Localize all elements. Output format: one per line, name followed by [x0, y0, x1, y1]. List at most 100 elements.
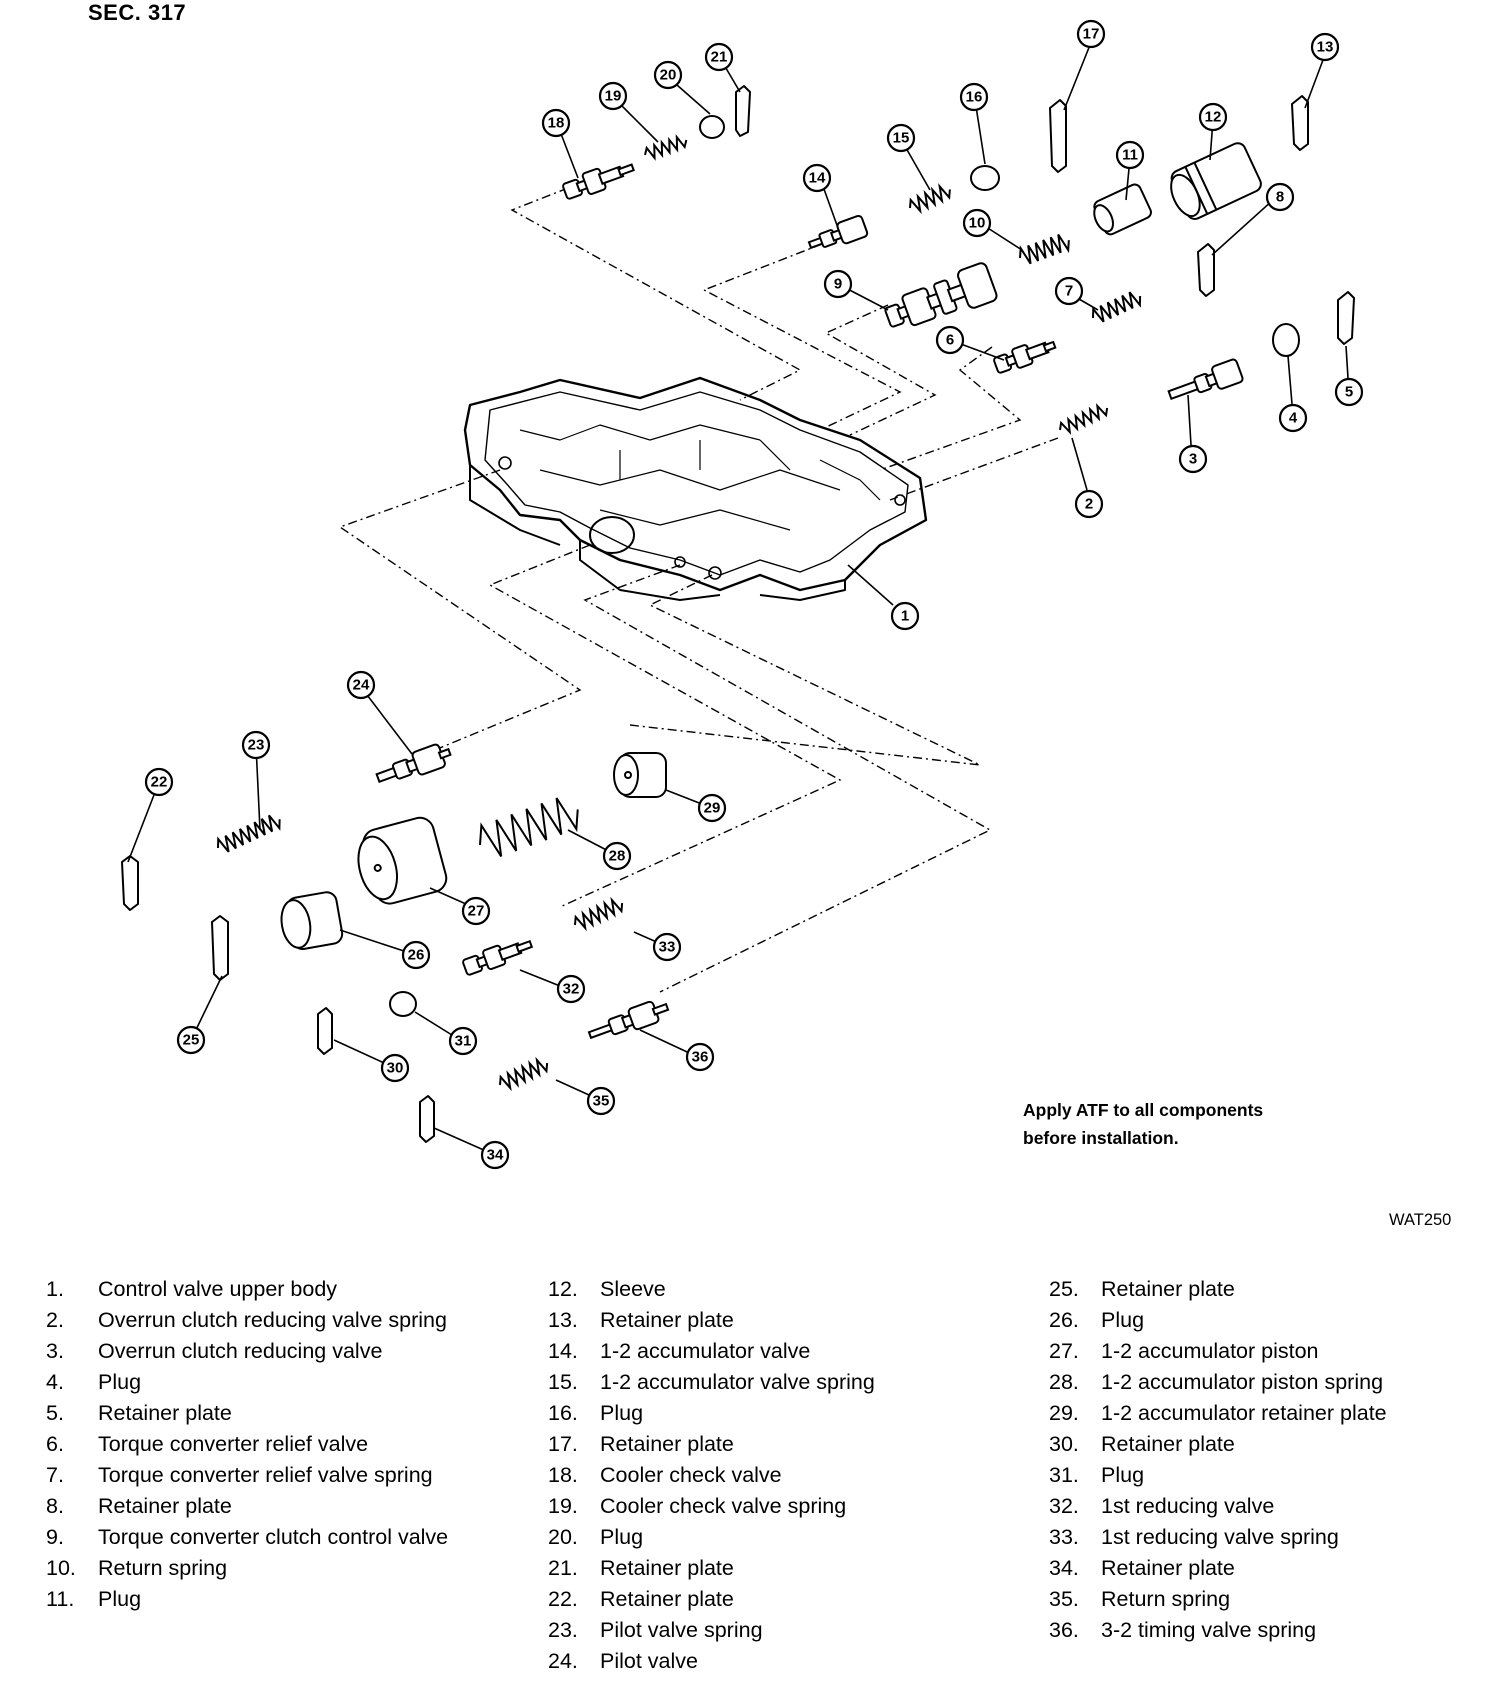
legend-item: 13.Retainer plate	[548, 1307, 978, 1333]
svg-text:32: 32	[563, 981, 580, 998]
legend-number: 5.	[46, 1401, 64, 1425]
svg-text:16: 16	[966, 89, 983, 106]
plug-4	[1272, 323, 1300, 357]
callout-17: 17	[1076, 19, 1106, 49]
legend-text: Plug	[600, 1525, 644, 1549]
legend-text: Retainer plate	[1101, 1432, 1235, 1456]
legend-number: 15.	[548, 1370, 578, 1394]
legend-item: 12.Sleeve	[548, 1276, 978, 1302]
spring-10	[1019, 233, 1070, 265]
svg-text:30: 30	[387, 1060, 404, 1077]
legend-number: 33.	[1049, 1525, 1079, 1549]
legend-item: 35. Return spring	[1049, 1586, 1489, 1612]
svg-text:11: 11	[1122, 147, 1138, 164]
valve-14	[807, 214, 869, 250]
legend-number: 22.	[548, 1587, 578, 1611]
legend-text: Retainer plate	[600, 1432, 734, 1456]
svg-text:4: 4	[1289, 410, 1298, 427]
retainer-plate-17	[1049, 99, 1067, 173]
legend-item: 28.1-2 accumulator piston spring	[1049, 1369, 1489, 1395]
plug-16	[970, 165, 1000, 191]
plug-20	[699, 115, 725, 139]
callout-1: 1	[890, 601, 920, 631]
legend-item: 21.Retainer plate	[548, 1555, 978, 1581]
spring-2	[1059, 403, 1109, 435]
legend-number: 16.	[548, 1401, 578, 1425]
legend-item: 9.Torque converter clutch control valve	[46, 1524, 466, 1550]
legend-number: 9.	[46, 1525, 64, 1549]
legend-item: 15.1-2 accumulator valve spring	[548, 1369, 978, 1395]
legend-item: 7.Torque converter relief valve spring	[46, 1462, 466, 1488]
callout-30: 30	[380, 1053, 410, 1083]
callout-29: 29	[697, 793, 727, 823]
callout-7: 7	[1054, 276, 1084, 306]
spring-35	[499, 1056, 549, 1092]
callout-13: 13	[1310, 32, 1340, 62]
legend-text: Return spring	[1101, 1587, 1231, 1611]
legend-item: 11.Plug	[46, 1586, 466, 1612]
callout-2: 2	[1074, 489, 1104, 519]
legend-text: 1st reducing valve	[1101, 1494, 1275, 1518]
legend-text: 1st reducing valve spring	[1101, 1525, 1339, 1549]
retainer-plate-34	[419, 1095, 435, 1143]
callout-35: 35	[586, 1086, 616, 1116]
callout-22: 22	[144, 767, 174, 797]
legend-text: Control valve upper body	[98, 1277, 338, 1301]
legend-text: 1-2 accumulator valve	[600, 1339, 811, 1363]
legend-text: Cooler check valve	[600, 1463, 782, 1487]
legend-number: 35.	[1049, 1587, 1079, 1611]
svg-text:9: 9	[834, 276, 842, 293]
svg-text:26: 26	[408, 947, 425, 964]
retainer-plates	[121, 85, 1355, 1143]
sleeve-12	[1170, 142, 1262, 220]
legend-text: Overrun clutch reducing valve spring	[98, 1308, 447, 1332]
section-title: SEC. 317	[88, 0, 187, 25]
legend-number: 3.	[46, 1339, 64, 1363]
legend-text: Plug	[1101, 1308, 1145, 1332]
legend-number: 31.	[1049, 1463, 1079, 1487]
legend-number: 4.	[46, 1370, 64, 1394]
svg-text:27: 27	[468, 903, 485, 920]
legend-item: 2. Overrun clutch reducing valve spring	[46, 1307, 466, 1333]
valve-36	[587, 1000, 670, 1040]
legend-number: 1.	[46, 1277, 64, 1301]
legend-item: 3.Overrun clutch reducing valve	[46, 1338, 466, 1364]
legend-number: 27.	[1049, 1339, 1079, 1363]
legend-item: 31.Plug	[1049, 1462, 1489, 1488]
legend-item: 23.Pilot valve spring	[548, 1617, 978, 1643]
svg-text:2: 2	[1085, 496, 1093, 513]
legend-item: 25.Retainer plate	[1049, 1276, 1489, 1302]
legend-number: 34.	[1049, 1556, 1079, 1580]
legend-number: 12.	[548, 1277, 578, 1301]
callout-26: 26	[401, 940, 431, 970]
retainer-plate-25	[211, 915, 229, 981]
svg-text:14: 14	[809, 170, 826, 187]
plugs-and-pistons	[280, 115, 1300, 1017]
springs	[217, 134, 1142, 1092]
legend-text: 1-2 accumulator piston	[1101, 1339, 1319, 1363]
plug-26	[280, 891, 344, 951]
callout-leaders	[127, 39, 1349, 1156]
legend-number: 2.	[46, 1308, 64, 1332]
legend-item: 30. Retainer plate	[1049, 1431, 1489, 1457]
callout-20: 20	[653, 60, 683, 90]
svg-text:36: 36	[692, 1049, 709, 1066]
legend-item: 14.1-2 accumulator valve	[548, 1338, 978, 1364]
piston-27	[357, 816, 448, 905]
svg-text:12: 12	[1205, 109, 1222, 126]
callout-36: 36	[685, 1042, 715, 1072]
svg-text:5: 5	[1345, 384, 1353, 401]
valve-24	[375, 743, 452, 784]
retainer-plate-8	[1197, 243, 1215, 297]
plug-11	[1093, 183, 1152, 236]
svg-text:1: 1	[901, 608, 909, 625]
spring-33	[574, 896, 624, 932]
legend-number: 30.	[1049, 1432, 1079, 1456]
callout-4: 4	[1278, 403, 1308, 433]
svg-text:23: 23	[248, 737, 265, 754]
legend-number: 7.	[46, 1463, 64, 1487]
legend-number: 10.	[46, 1556, 76, 1580]
callout-31: 31	[448, 1026, 478, 1056]
callout-6: 6	[935, 325, 965, 355]
